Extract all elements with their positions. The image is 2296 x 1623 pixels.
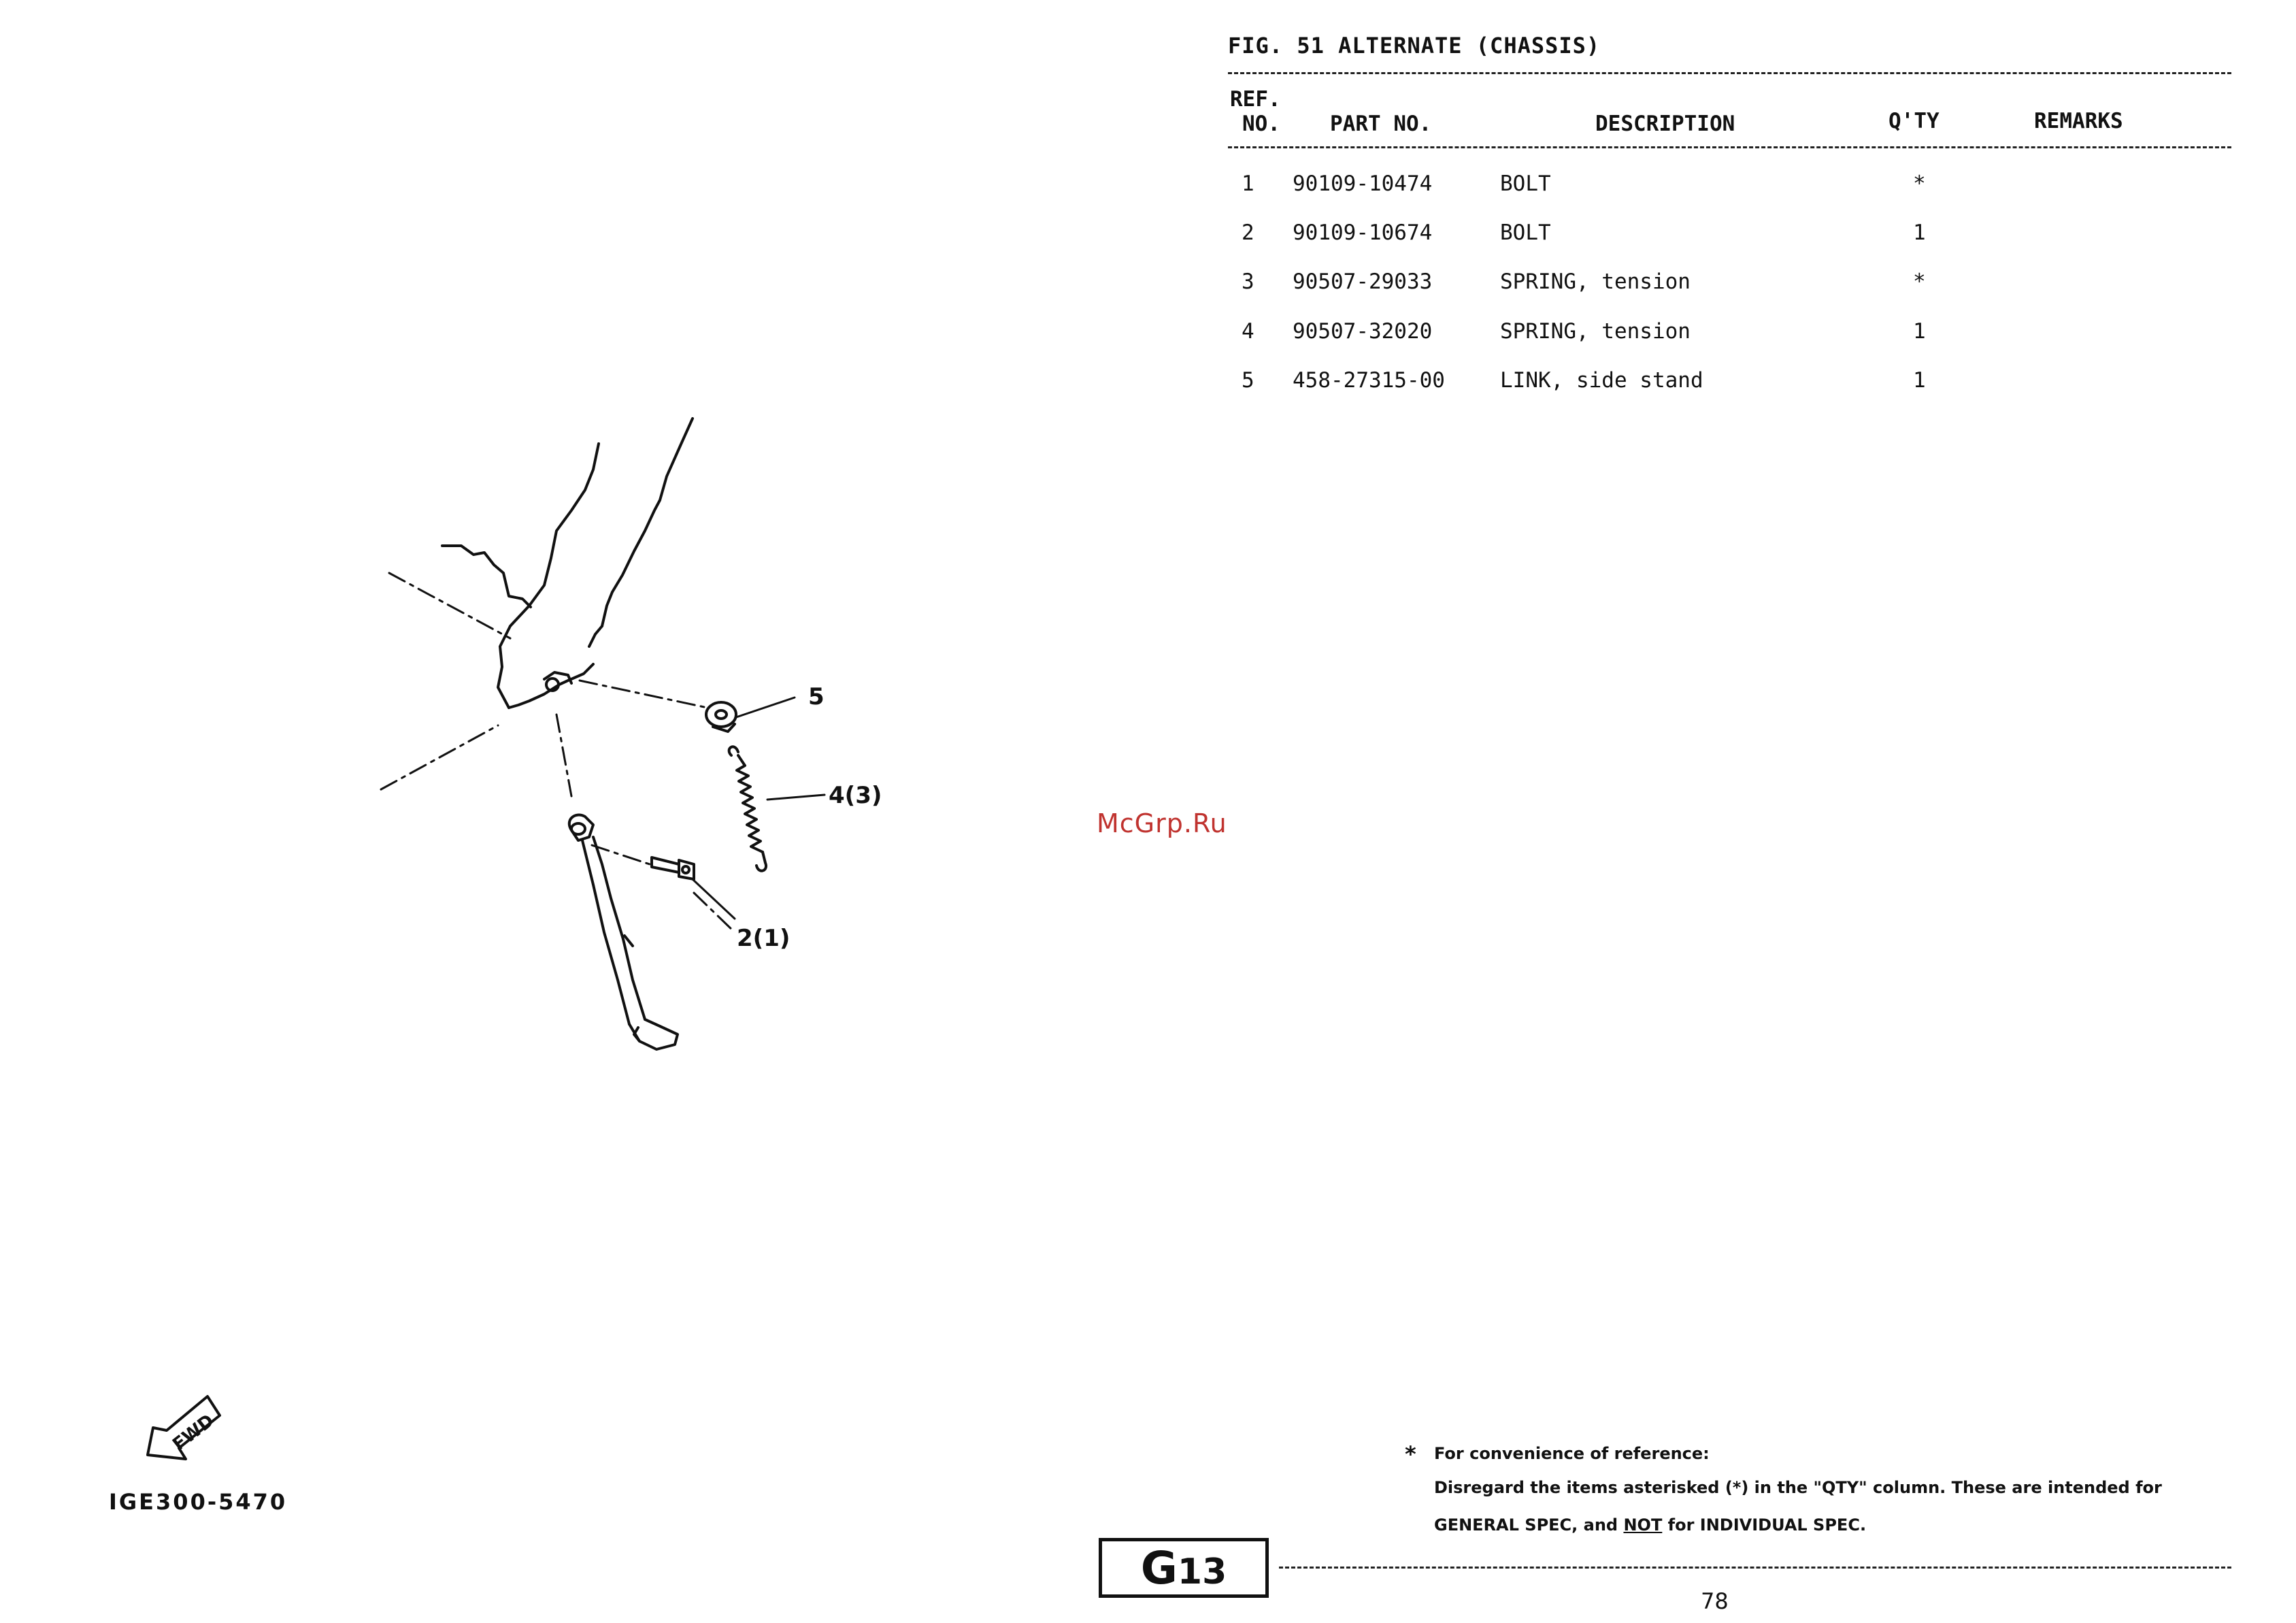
cell-ref: 3 — [1242, 269, 1254, 294]
cell-qty: 1 — [1913, 220, 1926, 245]
footnote-line-3: GENERAL SPEC, and NOT for INDIVIDUAL SPE… — [1434, 1515, 1866, 1535]
cell-ref: 1 — [1242, 171, 1254, 196]
page-number: 78 — [1701, 1588, 1729, 1614]
pivot-bracket — [543, 671, 573, 685]
frame-outline — [441, 417, 694, 709]
header-description: DESCRIPTION — [1595, 112, 1735, 136]
side-stand — [567, 813, 679, 1051]
link-part-5 — [705, 701, 737, 733]
cell-part-no: 458-27315-00 — [1293, 368, 1445, 393]
cell-part-no: 90109-10474 — [1293, 171, 1433, 196]
spring-part-4 — [727, 745, 767, 872]
header-ref-line2: NO. — [1242, 112, 1280, 136]
callout-4-3: 4(3) — [829, 782, 882, 809]
callout-5: 5 — [808, 683, 825, 710]
footnote-star: * — [1405, 1441, 1416, 1467]
cell-description: BOLT — [1500, 220, 1551, 245]
cell-qty: * — [1913, 269, 1926, 294]
header-ref-line1: REF. — [1230, 87, 1281, 112]
footer-rule — [1279, 1567, 2231, 1569]
bolt-part-2 — [650, 856, 695, 881]
pivot-hole — [545, 677, 560, 692]
centerlines — [380, 572, 736, 934]
cell-ref: 4 — [1242, 319, 1254, 344]
section-letter: G — [1140, 1542, 1178, 1594]
table-header-rule — [1228, 146, 2231, 148]
header-part-no: PART NO. — [1330, 112, 1432, 136]
table-row: 3 90507-29033 SPRING, tension * — [0, 269, 2296, 310]
header-qty: Q'TY — [1889, 109, 1940, 133]
cell-qty: 1 — [1913, 319, 1926, 344]
leader-4 — [766, 793, 826, 801]
cell-description: SPRING, tension — [1500, 319, 1691, 344]
table-row: 1 90109-10474 BOLT * — [0, 171, 2296, 212]
header-remarks: REMARKS — [2034, 109, 2123, 133]
section-badge: G13 — [1099, 1538, 1269, 1598]
table-row: 5 458-27315-00 LINK, side stand 1 — [0, 368, 2296, 409]
cell-ref: 5 — [1242, 368, 1254, 393]
cell-description: BOLT — [1500, 171, 1551, 196]
table-top-rule — [1228, 72, 2231, 74]
side-stand-exploded-diagram: 5 4(3) 2(1) — [380, 417, 882, 1051]
cell-ref: 2 — [1242, 220, 1254, 245]
cell-description: SPRING, tension — [1500, 269, 1691, 294]
cell-qty: * — [1913, 171, 1926, 196]
leader-2 — [691, 878, 736, 920]
cell-part-no: 90507-29033 — [1293, 269, 1433, 294]
fwd-arrow-icon: FWD — [146, 1395, 221, 1460]
cell-qty: 1 — [1913, 368, 1926, 393]
watermark-link[interactable]: McGrp.Ru — [1097, 808, 1227, 838]
footnote-line-1: For convenience of reference: — [1434, 1444, 1710, 1463]
cell-part-no: 90109-10674 — [1293, 220, 1433, 245]
footnote-line-3b: for INDIVIDUAL SPEC. — [1662, 1515, 1867, 1535]
callout-2-1: 2(1) — [737, 925, 790, 952]
cell-part-no: 90507-32020 — [1293, 319, 1433, 344]
table-row: 4 90507-32020 SPRING, tension 1 — [0, 319, 2296, 360]
leader-5 — [735, 696, 796, 719]
diagram-code: IGE300-5470 — [109, 1489, 288, 1515]
figure-title: FIG. 51 ALTERNATE (CHASSIS) — [1228, 33, 1601, 59]
section-number: 13 — [1177, 1552, 1227, 1592]
footnote-line-2: Disregard the items asterisked (*) in th… — [1434, 1478, 2162, 1497]
table-row: 2 90109-10674 BOLT 1 — [0, 220, 2296, 261]
cell-description: LINK, side stand — [1500, 368, 1703, 393]
footnote-line-3a: GENERAL SPEC, and — [1434, 1515, 1624, 1535]
footnote-not: NOT — [1623, 1515, 1663, 1535]
